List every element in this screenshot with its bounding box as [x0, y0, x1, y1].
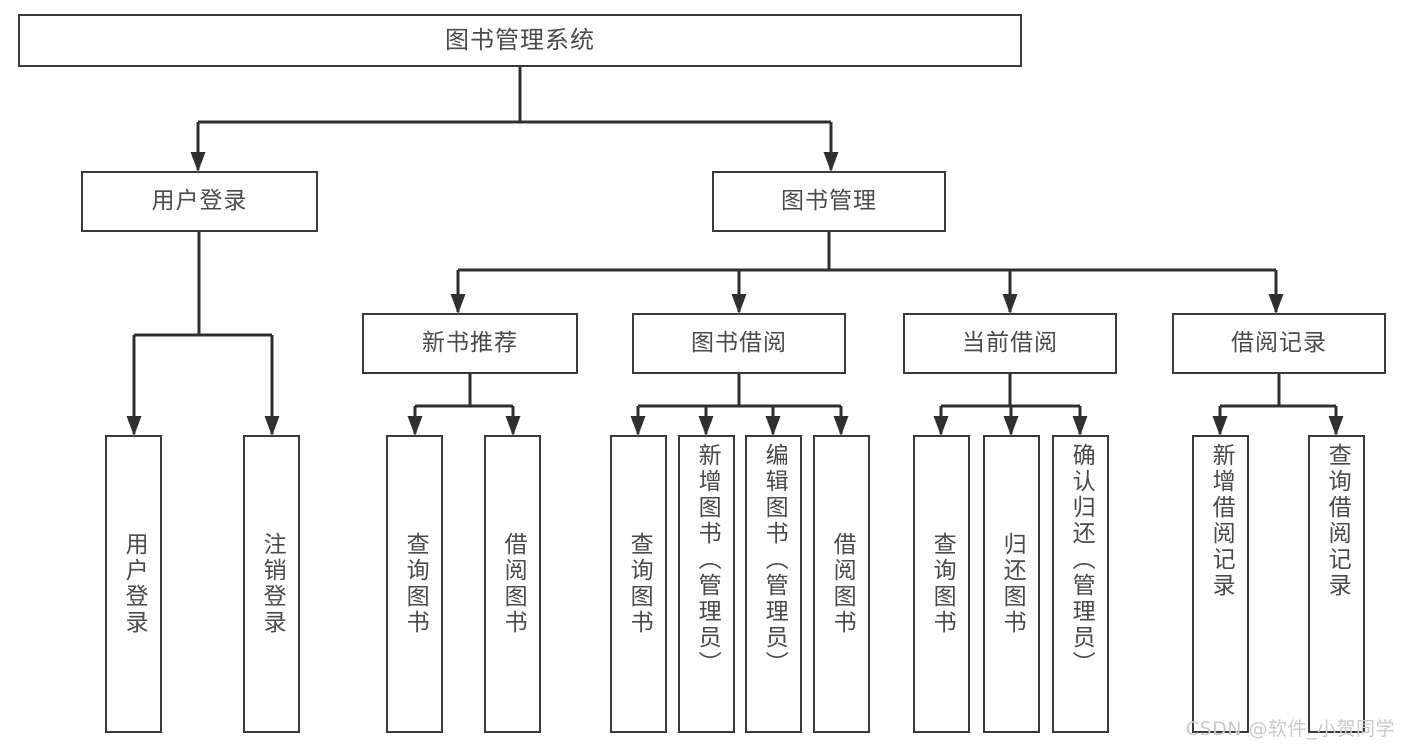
node-label: 查询图书 [402, 532, 429, 636]
node-label: 编辑图书（管理员） [761, 443, 788, 677]
node-label: 新增借阅记录 [1208, 443, 1235, 599]
node-label: 图书借阅 [691, 329, 787, 356]
arrow-head-icon [1268, 294, 1284, 314]
node-current-borrow: 当前借阅 [903, 313, 1117, 374]
node-label: 图书管理系统 [445, 26, 595, 55]
node-leaf-borrow-book-1: 借阅图书 [484, 435, 541, 733]
node-borrow-record: 借阅记录 [1172, 313, 1386, 374]
arrow-head-icon [1328, 416, 1344, 436]
arrow-head-icon [630, 416, 646, 436]
node-label: 确认归还（管理员） [1068, 443, 1095, 677]
node-label: 查询图书 [929, 532, 956, 636]
node-leaf-query-book-2: 查询图书 [610, 435, 667, 733]
node-label: 查询借阅记录 [1324, 443, 1351, 599]
node-leaf-add-record: 新增借阅记录 [1192, 435, 1249, 733]
arrow-head-icon [264, 416, 280, 436]
arrow-head-icon [505, 416, 521, 436]
node-label: 新增图书（管理员） [694, 443, 721, 677]
arrow-head-icon [1002, 294, 1018, 314]
node-leaf-return-book: 归还图书 [983, 435, 1040, 733]
node-label: 查询图书 [626, 532, 653, 636]
node-book-borrow: 图书借阅 [632, 313, 846, 374]
node-label: 当前借阅 [962, 329, 1058, 356]
arrow-head-icon [126, 416, 142, 436]
node-leaf-query-book-1: 查询图书 [386, 435, 443, 733]
node-leaf-user-login: 用户登录 [105, 435, 162, 733]
node-label: 借阅图书 [500, 532, 527, 636]
arrow-head-icon [1003, 416, 1019, 436]
node-label: 归还图书 [999, 532, 1026, 636]
node-label: 新书推荐 [422, 329, 518, 356]
node-label: 借阅图书 [829, 532, 856, 636]
node-label: 图书管理 [781, 187, 877, 214]
node-label: 用户登录 [121, 532, 148, 636]
node-leaf-borrow-book-2: 借阅图书 [813, 435, 870, 733]
arrow-head-icon [407, 416, 423, 436]
arrow-head-icon [823, 152, 839, 172]
arrow-head-icon [933, 416, 949, 436]
node-label: 借阅记录 [1231, 329, 1327, 356]
arrow-head-icon [698, 416, 714, 436]
node-label: 注销登录 [259, 532, 286, 636]
node-leaf-query-book-3: 查询图书 [913, 435, 970, 733]
node-user-login: 用户登录 [81, 171, 318, 232]
arrow-head-icon [765, 416, 781, 436]
arrow-head-icon [190, 152, 206, 172]
node-leaf-logout: 注销登录 [243, 435, 300, 733]
node-leaf-add-book: 新增图书（管理员） [678, 435, 735, 733]
node-new-book-recommend: 新书推荐 [362, 313, 578, 374]
node-leaf-edit-book: 编辑图书（管理员） [745, 435, 802, 733]
node-leaf-query-record: 查询借阅记录 [1308, 435, 1365, 733]
arrow-head-icon [1212, 416, 1228, 436]
arrow-head-icon [731, 294, 747, 314]
node-book-manage: 图书管理 [712, 171, 946, 232]
arrow-head-icon [450, 294, 466, 314]
node-root: 图书管理系统 [18, 14, 1022, 67]
csdn-watermark: CSDN @软件_小贺同学 [1185, 718, 1395, 740]
node-leaf-confirm-return: 确认归还（管理员） [1052, 435, 1109, 733]
node-label: 用户登录 [151, 187, 248, 214]
arrow-head-icon [1072, 416, 1088, 436]
arrow-head-icon [833, 416, 849, 436]
